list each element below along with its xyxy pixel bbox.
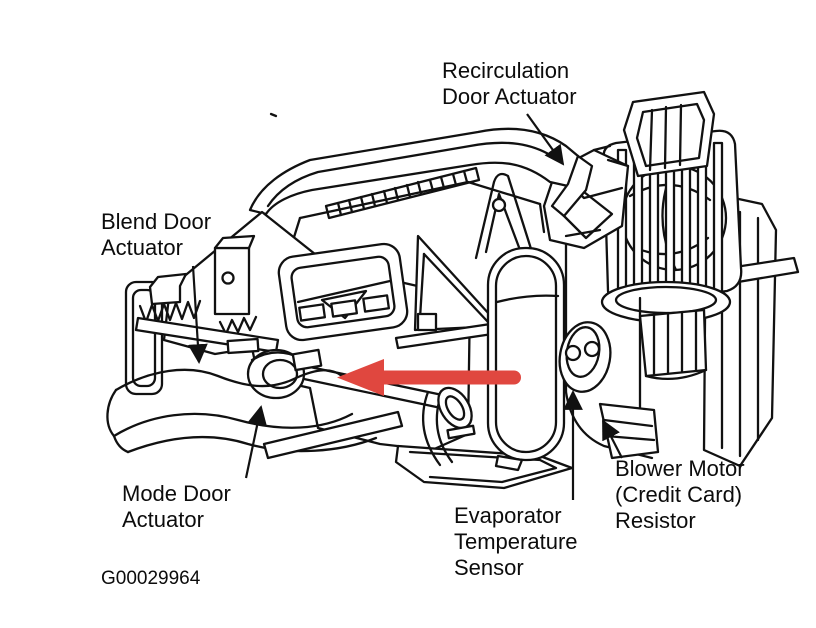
label-line: Mode Door — [122, 481, 231, 506]
label-line: Recirculation — [442, 58, 570, 83]
label-recirculation-door-actuator: Recirculation Door Actuator — [442, 58, 577, 110]
label-blend-door-actuator: Blend Door Actuator — [101, 209, 211, 261]
label-line: Actuator — [122, 507, 204, 532]
evaporator-cover — [486, 246, 566, 472]
label-line: Actuator — [101, 235, 183, 260]
figure-code: G00029964 — [101, 568, 201, 589]
label-line: Temperature — [454, 529, 578, 554]
leader-blend-door-actuator — [188, 265, 208, 364]
label-line: (Credit Card) — [615, 482, 743, 507]
label-line: Blower Motor — [615, 456, 745, 481]
leader-recirculation-door-actuator — [526, 113, 565, 166]
leader-blower-motor-resistor — [602, 419, 623, 459]
heater-duct-waves — [106, 368, 378, 454]
a-frame-bracket — [474, 172, 534, 260]
label-mode-door-actuator: Mode Door Actuator — [122, 481, 231, 533]
recirculation-door-frame — [622, 90, 716, 178]
label-line: Resistor — [615, 508, 696, 533]
label-line: Door Actuator — [442, 84, 577, 109]
left-mount-bracket — [124, 234, 280, 396]
housing-top-cover — [248, 112, 594, 252]
mode-door-actuator-part — [246, 348, 323, 400]
highlight-arrow — [337, 359, 521, 396]
leader-mode-door-actuator — [244, 405, 268, 479]
label-evaporator-temperature-sensor: Evaporator Temperature Sensor — [454, 503, 578, 581]
sensor-and-resistor-housing — [558, 228, 660, 460]
label-line: Sensor — [454, 555, 524, 580]
label-blower-motor-resistor: Blower Motor (Credit Card) Resistor — [615, 456, 745, 534]
label-line: Evaporator — [454, 503, 562, 528]
label-line: Blend Door — [101, 209, 212, 234]
